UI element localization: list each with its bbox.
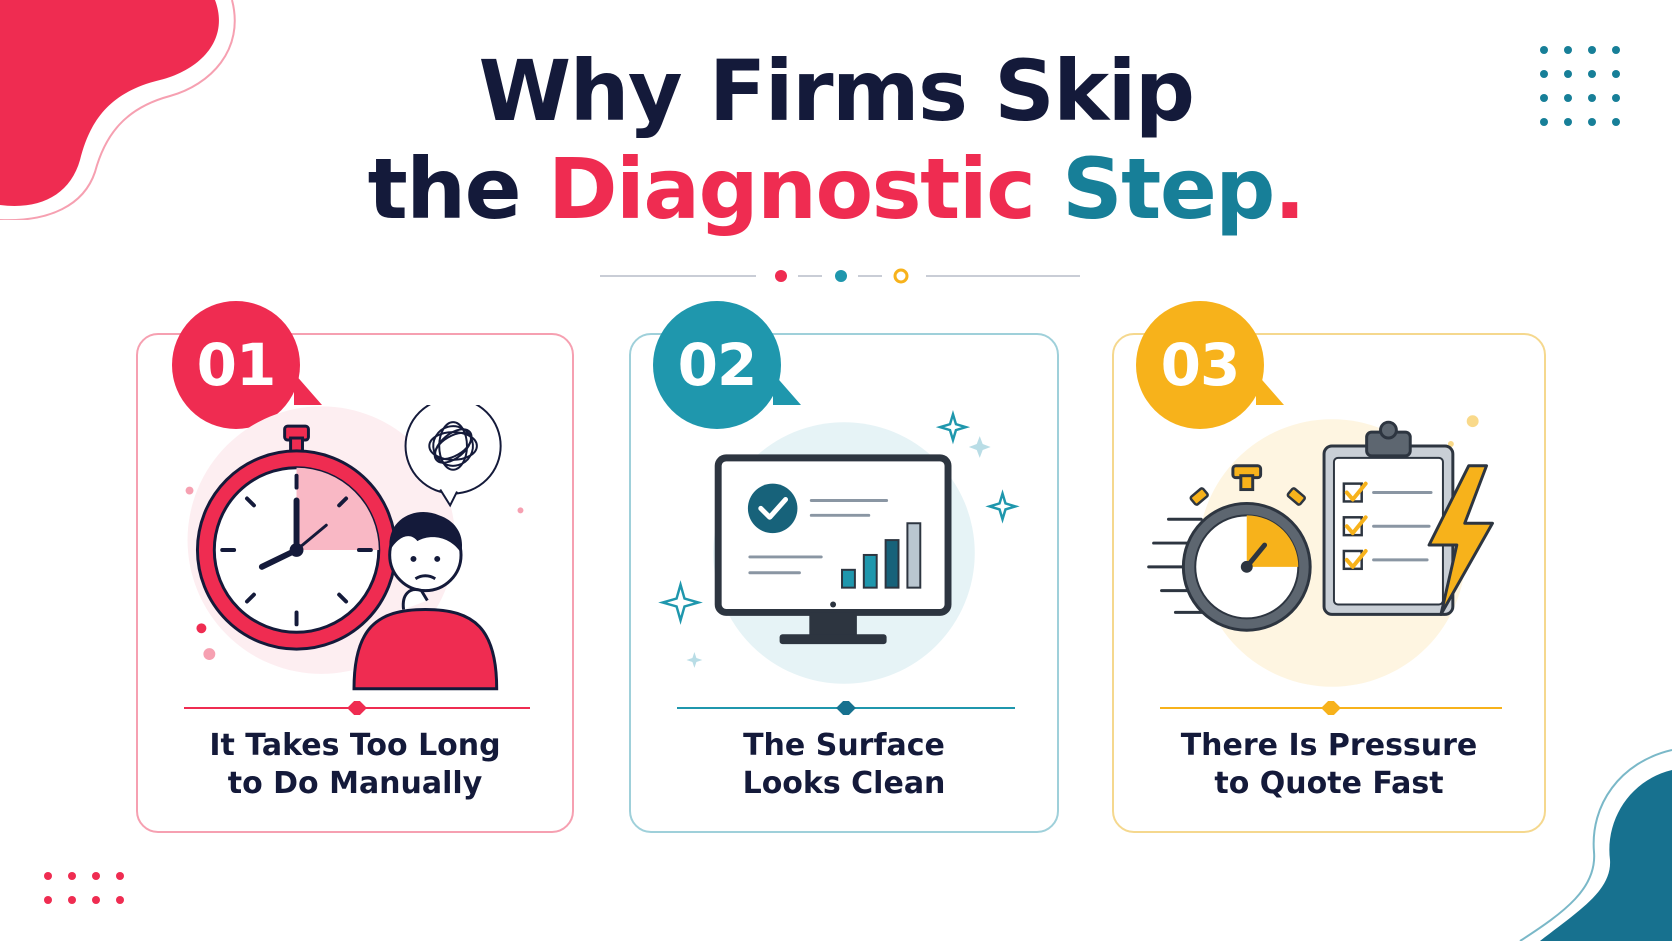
- title-line-1: Why Firms Skip: [478, 42, 1195, 140]
- card-3-separator: [1160, 701, 1502, 715]
- card-2-badge-tail: [773, 373, 801, 405]
- title-accent-diagnostic: Diagnostic: [547, 140, 1036, 238]
- card-1-separator: [184, 701, 530, 715]
- card-1-number-badge: 01: [172, 301, 300, 429]
- title-accent-step: Step: [1034, 140, 1275, 238]
- card-3-badge-tail: [1256, 373, 1284, 405]
- card-3-label: There Is Pressure to Quote Fast: [1180, 728, 1478, 801]
- reason-card-1: 01: [136, 301, 574, 833]
- top-right-dot-grid-decoration: [1540, 46, 1620, 126]
- title-period: .: [1273, 140, 1306, 238]
- title-line-2-start: the: [367, 140, 548, 238]
- card-3-number-badge: 03: [1136, 301, 1264, 429]
- top-left-blob-decoration: [0, 0, 236, 220]
- card-2-number-badge: 02: [653, 301, 781, 429]
- title-line-2: the Diagnostic Step.: [0, 140, 1672, 238]
- reason-card-3: 03: [1112, 301, 1546, 833]
- page-title: Why Firms Skip the Diagnostic Step.: [0, 42, 1672, 238]
- card-1-badge-tail: [294, 373, 322, 405]
- reason-card-2: 02 The Surface Looks Clean: [629, 301, 1059, 833]
- card-2-label: The Surface Looks Clean: [742, 728, 946, 801]
- bottom-left-dot-grid-decoration: [44, 872, 124, 904]
- card-2-separator: [677, 701, 1015, 715]
- card-1-label: It Takes Too Long to Do Manually: [209, 728, 501, 801]
- stopwatch-confused-person-icon: [185, 405, 524, 691]
- title-divider: [600, 268, 1080, 284]
- monitor-checkmark-chart-icon: [658, 409, 1020, 684]
- bottom-right-blob-decoration: [1519, 749, 1672, 941]
- stopwatch-checklist-lightning-icon: [1147, 415, 1494, 687]
